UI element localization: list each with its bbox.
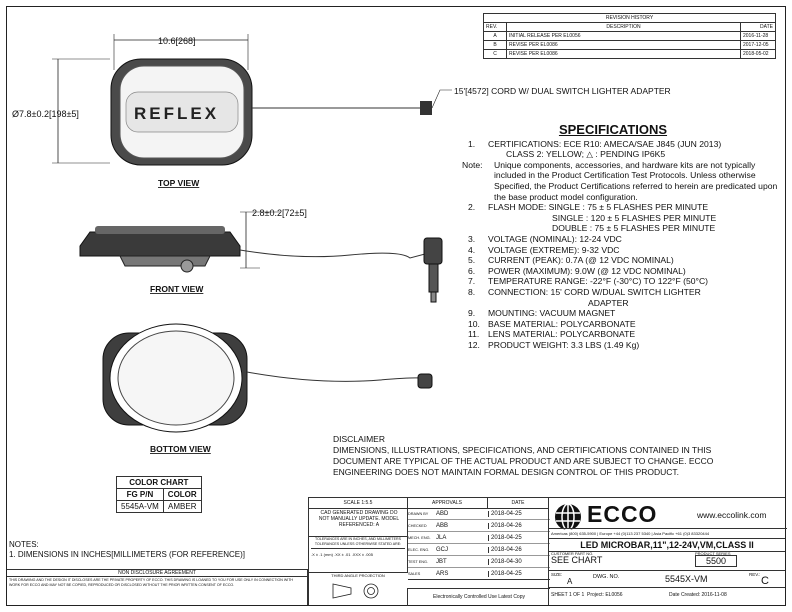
disclaimer: DISCLAIMER DIMENSIONS, ILLUSTRATIONS, SP… (333, 434, 753, 478)
nda-text: THIS DRAWING AND THE DESIGN IT DISCLOSES… (9, 578, 294, 587)
title-block-main: ECCO www.eccolink.com Americas (800) 635… (548, 497, 787, 605)
width-dimension: 10.6[268] (158, 36, 196, 46)
notes-title: NOTES: (9, 540, 39, 549)
third-angle-projection-icon (332, 583, 379, 599)
spec-item: CLASS 2: YELLOW; △ : PENDING IP6K5 (506, 149, 666, 160)
spec-note: Note:Unique components, accessories, and… (462, 159, 778, 202)
date-header: DATE (740, 22, 776, 32)
customer-part-label: CUSTOMER PART NO. (551, 551, 594, 556)
front-view-drawing: 2.8±0.2[72±5] FRONT VIEW (79, 208, 443, 303)
color-chart-row: 5545A-VM AMBER (116, 500, 202, 513)
revision-value: C (761, 575, 769, 587)
website-link[interactable]: www.eccolink.com (697, 510, 767, 520)
revision-row: B REVISE PER EL0086 2017-12-05 (483, 40, 776, 50)
revision-history-title: REVISION HISTORY (483, 13, 776, 23)
spec-item: 12.PRODUCT WEIGHT: 3.3 LBS (1.49 Kg) (468, 339, 640, 350)
front-view-label: FRONT VIEW (150, 284, 204, 294)
spec-item: 5.CURRENT (PEAK): 0.7A (@ 12 VDC NOMINAL… (468, 255, 674, 266)
spec-item: 9.MOUNTING: VACUUM MAGNET (468, 308, 616, 319)
revision-row: C REVISE PER EL0086 2018-05-02 (483, 49, 776, 59)
bottom-view-drawing: BOTTOM VIEW (102, 323, 433, 454)
spec-item: 11.LENS MATERIAL: POLYCARBONATE (468, 329, 636, 340)
spec-item: 2.FLASH MODE: SINGLE : 75 ± 5 FLASHES PE… (468, 202, 709, 213)
cord-dimension: 15'[4572] CORD W/ DUAL SWITCH LIGHTER AD… (454, 86, 671, 96)
notes: NOTES: 1. DIMENSIONS IN INCHES[MILLIMETE… (9, 540, 245, 559)
note-item: 1. DIMENSIONS IN INCHES[MILLIMETERS (FOR… (9, 549, 246, 559)
bottom-view-label: BOTTOM VIEW (150, 444, 212, 454)
date-header: DATE (487, 498, 549, 509)
product-series-label: PRODUCT SERIES (695, 551, 731, 556)
nda-title: NON DISCLOSURE AGREEMENT (7, 570, 307, 577)
project-number: Project: EL0056 (587, 592, 623, 598)
specifications: SPECIFICATIONS 1.CERTIFICATIONS: ECE R10… (462, 123, 778, 350)
spec-item: SINGLE : 120 ± 5 FLASHES PER MINUTE (552, 212, 717, 223)
spec-item: 4.VOLTAGE (EXTREME): 9-32 VDC (468, 244, 620, 255)
spec-item: 3.VOLTAGE (NOMINAL): 12-24 VDC (468, 233, 622, 244)
spec-item: 7.TEMPERATURE RANGE: -22°F (-30°C) TO 12… (468, 276, 709, 287)
spec-item: 6.POWER (MAXIMUM): 9.0W (@ 12 VDC NOMINA… (468, 265, 686, 276)
spec-item: 10.BASE MATERIAL: POLYCARBONATE (468, 318, 636, 329)
tolerance-values: .X ± .1 (mm) .XX ± .01 .XXX ± .005 (311, 548, 405, 559)
controlled-copy-note: Electronically Controlled Use Latest Cop… (407, 588, 550, 606)
projection-note: THIRD ANGLE PROJECTION (309, 572, 407, 578)
product-series: 5500 (695, 555, 737, 567)
color-chart-header: COLOR (162, 488, 202, 501)
revision-label: REV.: (749, 572, 761, 577)
top-view-label: TOP VIEW (158, 178, 200, 188)
size-label: SIZE: (551, 572, 563, 577)
date-created: Date Created: 2016-11-08 (669, 592, 727, 598)
ecco-globe-icon (555, 503, 581, 531)
sheet-number: SHEET 1 OF 1 (551, 592, 585, 598)
specifications-heading: SPECIFICATIONS (558, 122, 668, 137)
tolerance-note: TOLERANCES ARE IN INCHES, AND MILLIMETER… (309, 536, 407, 546)
ecco-brand: ECCO (587, 501, 658, 527)
cad-note: CAD GENERATED DRAWING DO NOT MANUALLY UP… (318, 510, 400, 528)
scale: SCALE 1:5.5 (309, 498, 408, 509)
disclaimer-title: DISCLAIMER (333, 434, 385, 444)
approvals-header: APPROVALS (407, 498, 488, 509)
product-logo: REFLEX (134, 104, 219, 123)
lighter-plug-front (423, 237, 443, 303)
description-header: DESCRIPTION (506, 22, 741, 32)
drawing-title: LED MICROBAR,11",12-24V,VM,CLASS II (549, 538, 785, 552)
size-value: A (567, 577, 573, 586)
height-dimension: 2.8±0.2[72±5] (252, 208, 307, 218)
product-drawing: 10.6[268] Ø7.8±0.2[198±5] REFLEX 15'[457… (12, 34, 671, 454)
diameter-dimension: Ø7.8±0.2[198±5] (12, 109, 79, 119)
rev-header: REV. (483, 22, 507, 32)
color-chart-title: COLOR CHART (116, 476, 202, 489)
revision-row: A INITIAL RELEASE PER EL0056 2016-11-28 (483, 31, 776, 41)
drawing-border (6, 6, 786, 606)
top-view-drawing: 10.6[268] Ø7.8±0.2[198±5] REFLEX 15'[457… (12, 34, 671, 188)
disclaimer-text: DIMENSIONS, ILLUSTRATIONS, SPECIFICATION… (333, 445, 714, 477)
contact-line: Americas (800) 635-5900 | Europe +44 (0)… (549, 528, 787, 538)
color-chart: COLOR CHART FG P/N COLOR 5545A-VM AMBER (116, 476, 202, 513)
customer-part-number: SEE CHART (551, 555, 603, 565)
spec-item: 1.CERTIFICATIONS: ECE R10: AMECA/SAE J84… (468, 138, 722, 149)
title-block-approvals: SCALE 1:5.5 APPROVALS DATE CAD GENERATED… (308, 497, 550, 606)
revision-history-table: REVISION HISTORY REV. DESCRIPTION DATE A… (483, 13, 776, 59)
spec-item: DOUBLE : 75 ± 5 FLASHES PER MINUTE (552, 223, 716, 234)
drawing-number: 5545X-VM (665, 574, 708, 584)
color-chart-header: FG P/N (116, 488, 164, 501)
spec-item: 8.CONNECTION: 15' CORD W/DUAL SWITCH LIG… (468, 286, 701, 297)
nda-block: NON DISCLOSURE AGREEMENT THIS DRAWING AN… (7, 569, 308, 605)
spec-item: ADAPTER (588, 297, 629, 308)
drawing-number-label: DWG. NO. (593, 574, 620, 580)
